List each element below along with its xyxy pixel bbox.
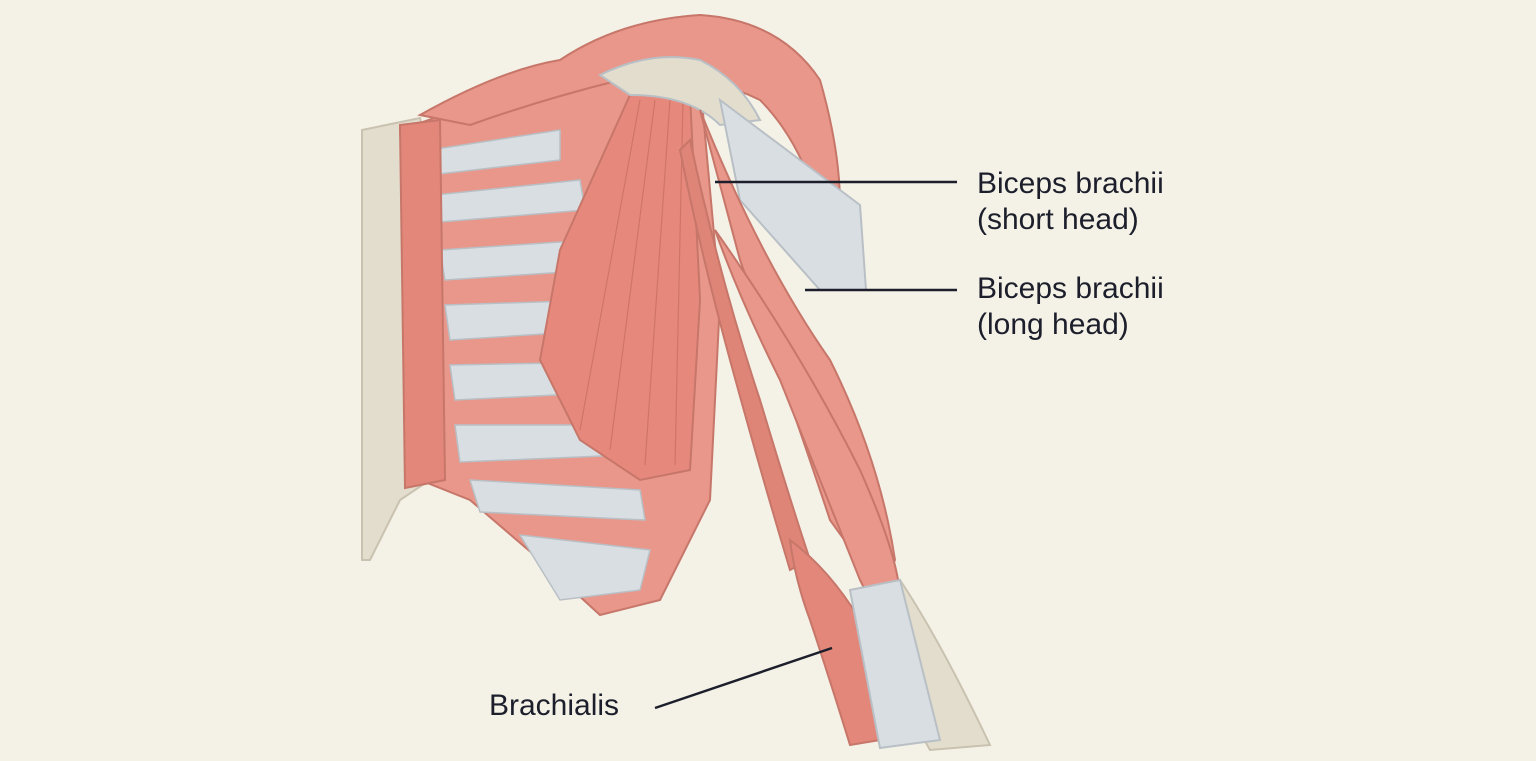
shoulder-joint-bone	[598, 56, 762, 127]
costal-cartilage	[398, 118, 447, 490]
label-brachialis: Brachialis	[489, 688, 619, 724]
label-biceps-short-head: Biceps brachii (short head)	[977, 166, 1164, 238]
distal-tendon	[848, 578, 942, 750]
label-biceps-long-line2: (long head)	[977, 308, 1129, 341]
label-brachialis-text: Brachialis	[489, 689, 620, 722]
biceps-short-head-muscle	[678, 137, 812, 572]
leader-line-brachialis	[654, 646, 833, 710]
label-biceps-long-line1: Biceps brachii	[977, 272, 1164, 305]
label-biceps-long-head: Biceps brachii (long head)	[977, 271, 1164, 343]
label-biceps-short-line2: (short head)	[977, 203, 1139, 236]
label-biceps-short-line1: Biceps brachii	[977, 167, 1164, 200]
